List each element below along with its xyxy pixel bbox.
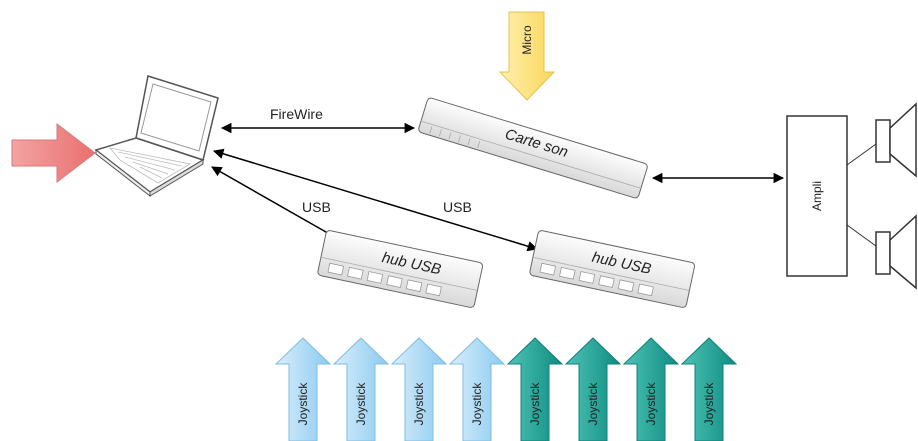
sound-card-device: Carte son bbox=[418, 97, 648, 199]
micro-arrow bbox=[498, 11, 556, 101]
usb-hub-right: hub USB bbox=[529, 230, 695, 308]
speaker-wire-bottom bbox=[846, 224, 877, 247]
usb-label-right: USB bbox=[443, 199, 472, 215]
joystick-arrow bbox=[332, 337, 390, 441]
amplifier-box bbox=[786, 115, 848, 277]
speaker-icon bbox=[875, 102, 917, 178]
joystick-arrow bbox=[390, 337, 448, 441]
micro-label: Micro bbox=[520, 25, 534, 55]
usb-hub-left: hub USB bbox=[317, 230, 483, 308]
joystick-label: Joystick bbox=[470, 382, 484, 426]
joystick-label: Joystick bbox=[644, 382, 658, 426]
joystick-arrow bbox=[680, 337, 738, 441]
speaker-wire-top bbox=[846, 143, 877, 166]
joystick-arrow bbox=[564, 337, 622, 441]
joystick-arrow bbox=[622, 337, 680, 441]
laptop-icon bbox=[94, 75, 219, 198]
input-arrow-red bbox=[11, 122, 96, 184]
usb-connection-right bbox=[212, 148, 539, 252]
joystick-arrow bbox=[506, 337, 564, 441]
joystick-arrows: Joystick Joystick Joystick Joystick Joystick… bbox=[274, 337, 738, 441]
joystick-label: Joystick bbox=[528, 382, 542, 426]
joystick-arrow bbox=[274, 337, 332, 441]
joystick-arrow bbox=[448, 337, 506, 441]
joystick-label: Joystick bbox=[296, 382, 310, 426]
speaker-icon bbox=[875, 214, 917, 290]
amplifier-label: Ampli bbox=[810, 181, 824, 211]
firewire-label: FireWire bbox=[270, 106, 323, 122]
joystick-label: Joystick bbox=[354, 382, 368, 426]
usb-label-left: USB bbox=[302, 199, 331, 215]
joystick-label: Joystick bbox=[702, 382, 716, 426]
joystick-label: Joystick bbox=[412, 382, 426, 426]
joystick-label: Joystick bbox=[586, 382, 600, 426]
